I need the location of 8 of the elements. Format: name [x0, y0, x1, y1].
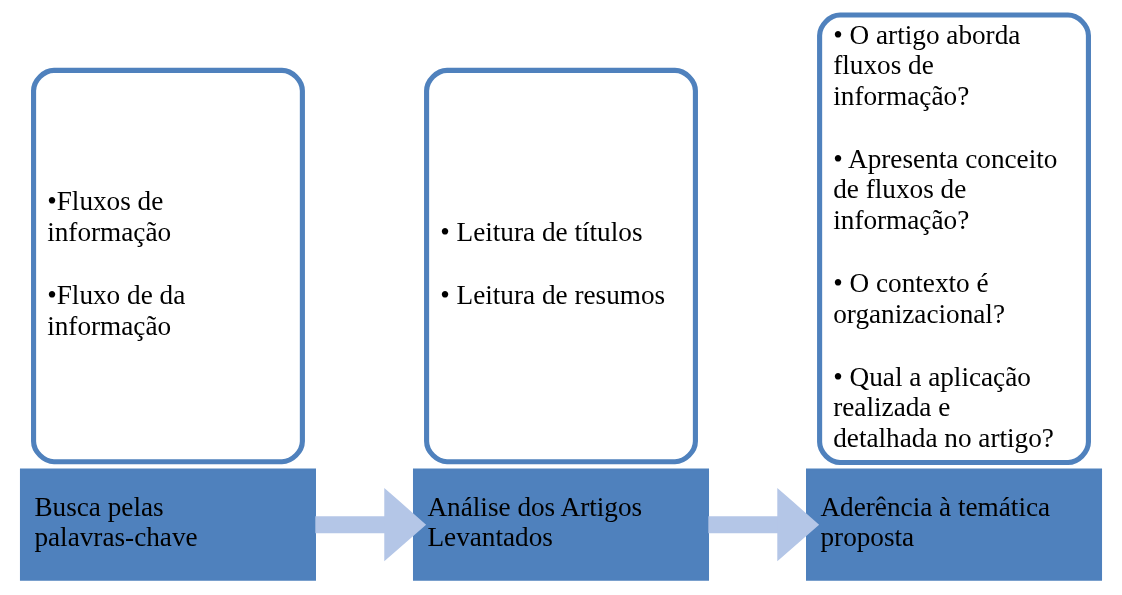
node-box: • O artigo aborda fluxos de informação? • Apresenta conceito de fluxos de informação? • O contexto é organizacional? • Qual a aplicação realizada e detalhada no artigo? — [817, 12, 1091, 466]
arrow — [315, 488, 427, 562]
node-box: • Leitura de títulos • Leitura de resumos — [424, 67, 698, 465]
node-box: Busca pelas palavras-chave — [19, 468, 316, 581]
node-box: •Fluxos de informação •Fluxo de da informação — [31, 67, 305, 465]
node-box: Aderência à temática proposta — [806, 468, 1103, 581]
node-box: Análise dos Artigos Levantados — [412, 468, 709, 581]
arrow — [708, 488, 820, 562]
